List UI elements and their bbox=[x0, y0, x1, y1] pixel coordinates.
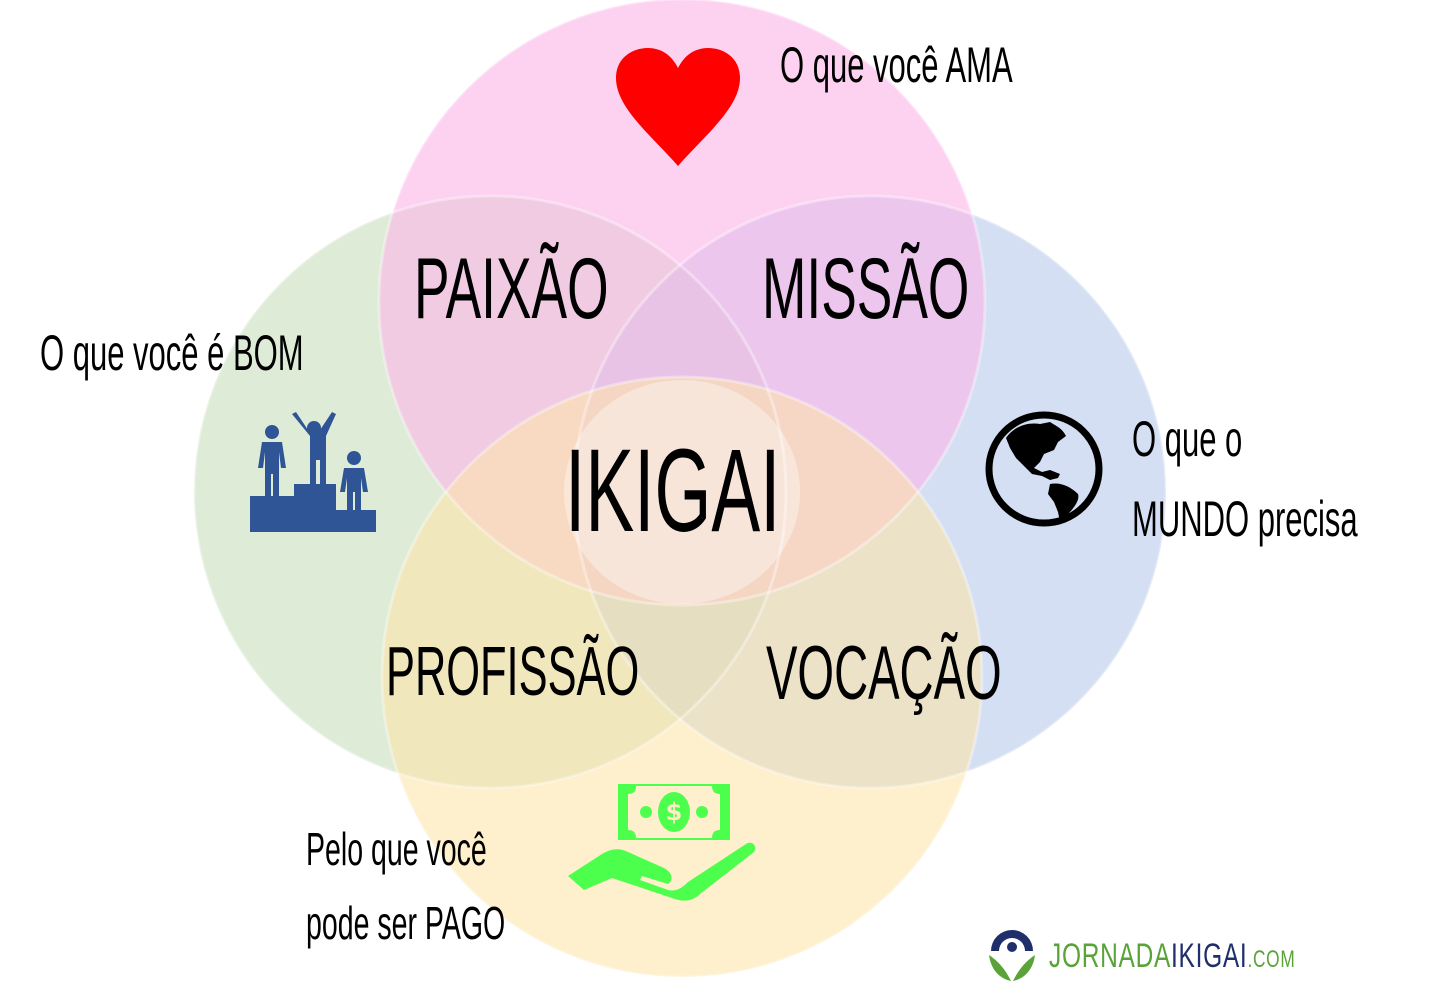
label-paixao: PAIXÃO bbox=[414, 241, 609, 337]
label-good: O que você é BOM bbox=[40, 325, 304, 381]
label-paid-line2: pode ser PAGO bbox=[306, 897, 506, 949]
label-love: O que você AMA bbox=[780, 37, 1013, 93]
logo-mark-icon bbox=[989, 930, 1035, 981]
label-paid-line1: Pelo que você bbox=[306, 823, 487, 875]
circle-paid bbox=[382, 377, 982, 977]
svg-text:$: $ bbox=[666, 798, 683, 826]
label-missao: MISSÃO bbox=[762, 241, 970, 337]
jornadaikigai-logo[interactable]: JORNADAIKIGAI.COM bbox=[985, 928, 1391, 984]
podium-icon bbox=[250, 412, 376, 532]
heart-icon bbox=[616, 48, 740, 166]
label-world-line2: MUNDO precisa bbox=[1132, 491, 1358, 547]
label-ikigai-center: IKIGAI bbox=[565, 425, 781, 557]
logo-text: JORNADAIKIGAI.COM bbox=[1049, 936, 1296, 975]
label-world-line1: O que o bbox=[1132, 411, 1243, 467]
label-profissao: PROFISSÃO bbox=[386, 632, 640, 710]
money-hand-icon: $ bbox=[568, 784, 756, 901]
globe-icon bbox=[985, 411, 1103, 527]
label-vocacao: VOCAÇÃO bbox=[766, 631, 1002, 716]
